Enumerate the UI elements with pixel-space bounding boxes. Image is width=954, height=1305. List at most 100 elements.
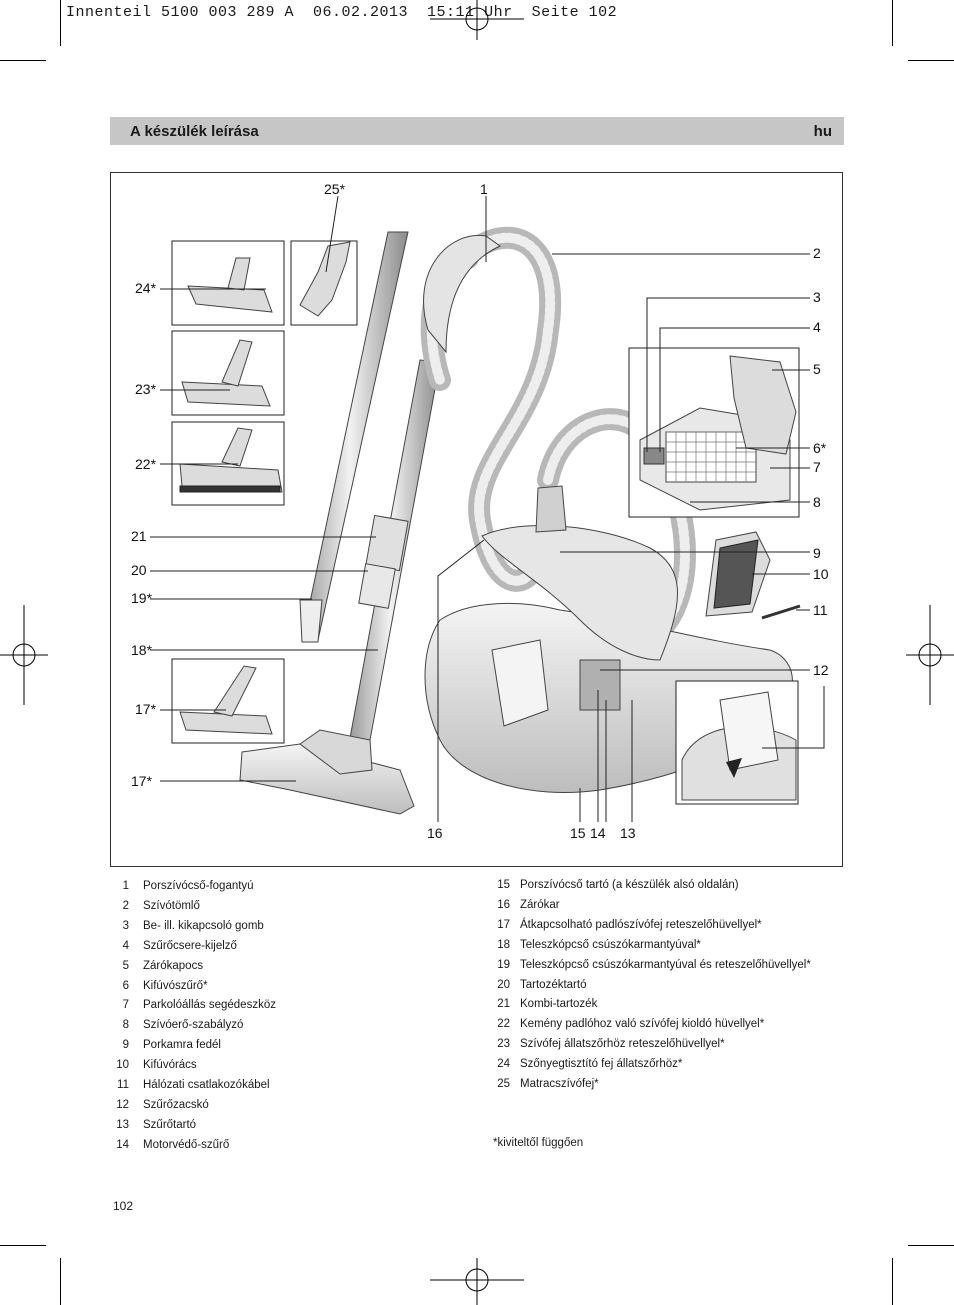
callout-18: 18* <box>131 642 153 658</box>
callout-4: 4 <box>813 319 821 335</box>
legend-text: Parkolóállás segédeszköz <box>143 999 276 1012</box>
legend-text: Szívófej állatszőrhöz reteszelőhüvellyel… <box>520 1038 725 1051</box>
callout-19: 19* <box>131 590 153 606</box>
footnote: *kiviteltől függően <box>493 1137 584 1149</box>
legend-text: Porszívócső tartó (a készülék alsó oldal… <box>520 879 739 891</box>
legend-item: 9 Porkamra fedél <box>113 1036 276 1056</box>
legend-number: 3 <box>122 919 129 932</box>
legend-item: 18 Teleszkópcső csúszókarmantyúval* <box>494 936 811 956</box>
callout-23: 23* <box>135 381 157 397</box>
legend-item: 17 Átkapcsolható padlószívófej reteszelőh… <box>494 916 811 936</box>
legend-text: Zárókar <box>520 898 560 911</box>
legend-text: Szűrőtartó <box>143 1118 197 1131</box>
legend-number: 9 <box>122 1039 129 1052</box>
callout-8: 8 <box>813 494 821 510</box>
crop-mark <box>60 1258 61 1305</box>
crop-mark <box>0 1245 46 1246</box>
accessory-box-24 <box>171 240 285 326</box>
crop-mark <box>892 0 893 46</box>
legend-text: Szűrőzacskó <box>143 1098 209 1111</box>
page-number: 102 <box>113 1199 134 1213</box>
legend-number: 4 <box>122 939 129 952</box>
legend-item: 15 Porszívócső tartó (a készülék alsó old… <box>494 876 811 896</box>
legend-number: 11 <box>117 1079 129 1092</box>
legend-text: Kombi-tartozék <box>520 998 598 1011</box>
legend-right: 15 Porszívócső tartó (a készülék alsó old… <box>494 876 811 1095</box>
legend-number: 22 <box>497 1018 510 1031</box>
callout-10: 10 <box>813 566 829 582</box>
section-title: A készülék leírása <box>130 122 259 140</box>
callout-25: 25* <box>324 181 346 197</box>
legend-number: 8 <box>122 1019 129 1032</box>
callout-12: 12 <box>813 662 829 678</box>
callout-14: 14 <box>590 825 606 841</box>
legend-text: Kifúvószűrő* <box>143 979 208 992</box>
callout-22: 22* <box>135 456 157 472</box>
legend-text: Porszívócső-fogantyú <box>143 880 254 892</box>
legend-number: 13 <box>116 1118 129 1131</box>
callout-17-inset: 17* <box>135 701 157 717</box>
callout-20: 20 <box>131 562 147 578</box>
callout-7: 7 <box>813 459 821 475</box>
callout-15: 15 <box>570 825 586 841</box>
legend-text: Porkamra fedél <box>143 1039 221 1052</box>
callout-1: 1 <box>480 181 488 197</box>
legend-item: 20 Tartozéktartó <box>494 976 811 996</box>
legend-text: Teleszkópcső csúszókarmantyúval* <box>520 938 701 951</box>
legend-number: 1 <box>122 880 129 892</box>
crop-mark <box>0 60 46 61</box>
callout-24: 24* <box>135 280 157 296</box>
legend-number: 7 <box>122 999 129 1012</box>
legend-text: Tartozéktartó <box>520 978 587 991</box>
legend-number: 25 <box>497 1078 510 1091</box>
legend-number: 2 <box>122 899 129 912</box>
legend-number: 12 <box>116 1098 129 1111</box>
legend-number: 5 <box>122 959 129 972</box>
print-header: Innenteil 5100 003 289 A 06.02.2013 15:1… <box>66 4 618 21</box>
language-code: hu <box>813 122 832 140</box>
legend-text: Szívótömlő <box>143 899 200 912</box>
legend-item: 11 Hálózati csatlakozókábel <box>113 1076 276 1096</box>
callout-13: 13 <box>620 825 636 841</box>
crop-mark <box>60 0 61 46</box>
crop-mark <box>908 1245 954 1246</box>
crop-mark <box>892 1258 893 1305</box>
callout-2: 2 <box>813 245 821 261</box>
callout-11: 11 <box>813 602 828 618</box>
legend-item: 13 Szűrőtartó <box>113 1116 276 1136</box>
legend-number: 19 <box>497 958 510 971</box>
legend-text: Szőnyegtisztító fej állatszőrhöz* <box>520 1058 683 1071</box>
legend-number: 20 <box>497 978 510 991</box>
section-title-bar: A készülék leírása hu <box>110 117 844 145</box>
legend-item: 2 Szívótömlő <box>113 897 276 917</box>
callout-3: 3 <box>813 289 821 305</box>
legend-text: Átkapcsolható padlószívófej reteszelőhüv… <box>520 918 762 931</box>
legend-number: 18 <box>497 938 510 951</box>
legend-number: 14 <box>116 1138 129 1151</box>
callout-5: 5 <box>813 361 821 377</box>
legend-text: Hálózati csatlakozókábel <box>143 1079 270 1092</box>
legend-number: 15 <box>497 879 510 891</box>
legend-number: 17 <box>497 918 510 931</box>
legend-item: 12 Szűrőzacskó <box>113 1096 276 1116</box>
legend-text: Kifúvórács <box>143 1059 197 1072</box>
legend-item: 7 Parkolóállás segédeszköz <box>113 996 276 1016</box>
callout-6: 6* <box>813 440 827 456</box>
callout-17: 17* <box>131 773 153 789</box>
